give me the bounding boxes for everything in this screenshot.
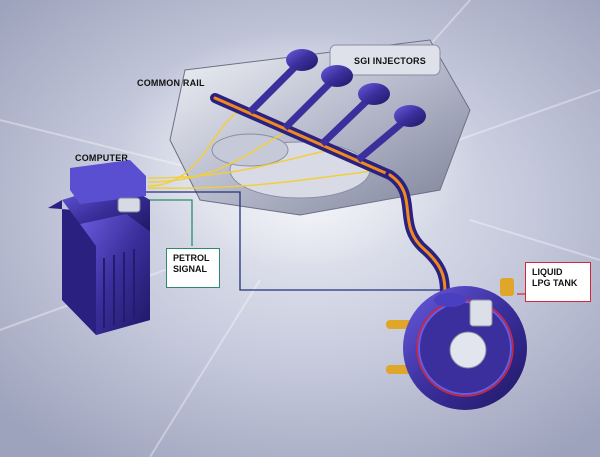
signal-wires [140, 109, 450, 291]
petrol-signal-callout: PETROL SIGNAL [166, 248, 220, 288]
petrol-signal-line2: SIGNAL [173, 264, 208, 274]
injector [282, 65, 353, 131]
label-sgi-injectors: SGI INJECTORS [354, 56, 426, 66]
fuel-line [385, 170, 450, 303]
label-computer: COMPUTER [75, 153, 129, 163]
lpg-tank-line1: LIQUID [532, 267, 563, 277]
injector [355, 105, 426, 163]
engine-block [169, 39, 471, 216]
lpg-regulator [386, 278, 527, 410]
computer-unit [48, 160, 150, 335]
lpg-tank-line2: LPG TANK [532, 278, 578, 288]
injector [319, 83, 390, 147]
petrol-signal-line1: PETROL [173, 253, 210, 263]
label-common-rail: COMMON RAIL [137, 78, 205, 88]
injector [247, 49, 318, 115]
lpg-tank-callout: LIQUID LPG TANK [525, 262, 591, 302]
sgi-injectors [247, 49, 426, 163]
